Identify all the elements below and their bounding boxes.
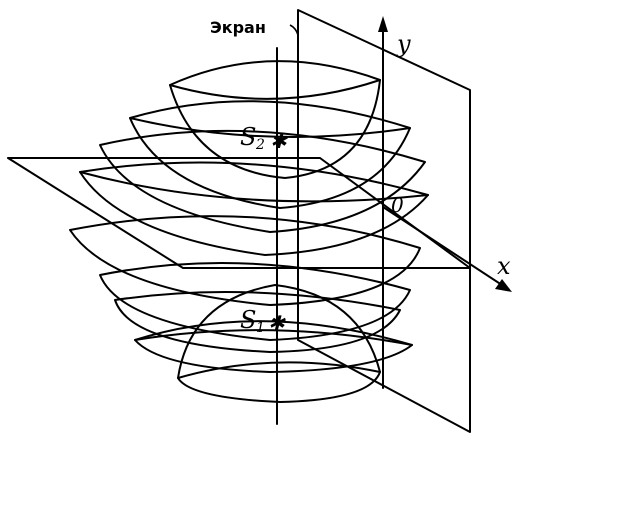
source-1-index: 1 xyxy=(256,320,265,336)
screen-label: Экран xyxy=(210,18,266,37)
y-axis-arrowhead xyxy=(378,16,388,32)
source-2-star-icon: ✱ xyxy=(270,129,288,153)
screen-label-leader xyxy=(289,24,299,36)
source-1-label: S 1 ✱ xyxy=(240,306,286,336)
x-axis-line xyxy=(382,206,506,288)
origin-label: 0 xyxy=(391,193,404,217)
x-axis-label: x xyxy=(497,252,511,280)
upper-hyperboloid-sheets xyxy=(79,60,429,256)
y-axis-label: y xyxy=(396,30,411,58)
x-axis-arrowhead xyxy=(495,279,512,292)
lower-hyperboloid-sheets xyxy=(69,215,421,403)
source-1-star-icon: ✱ xyxy=(268,311,286,335)
source-1-letter: S xyxy=(240,306,256,334)
source-2-label: S 2 ✱ xyxy=(240,123,288,153)
source-2-letter: S xyxy=(240,123,256,151)
source-2-index: 2 xyxy=(255,137,265,153)
screen-plane xyxy=(297,9,471,433)
